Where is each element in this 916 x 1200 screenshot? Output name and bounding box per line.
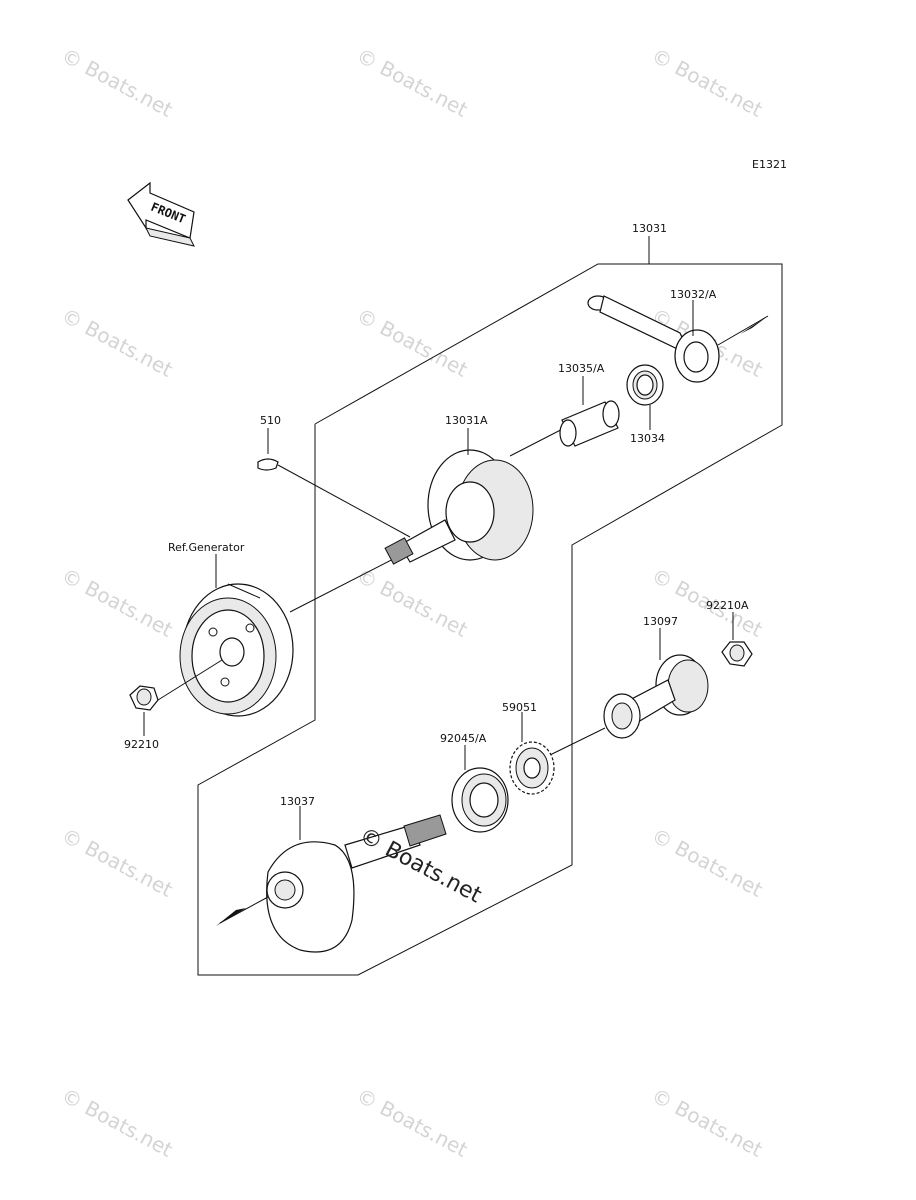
- label-92210: 92210: [124, 738, 159, 751]
- watermark: © Boats.net: [353, 303, 472, 382]
- watermark: © Boats.net: [648, 1083, 767, 1162]
- label-13031: 13031: [632, 222, 667, 235]
- label-59051: 59051: [502, 701, 537, 714]
- diagram-code: E1321: [752, 158, 787, 171]
- label-92210A: 92210A: [706, 599, 749, 612]
- watermark: © Boats.net: [648, 823, 767, 902]
- label-13097: 13097: [643, 615, 678, 628]
- nut-92210: [129, 685, 159, 711]
- watermark: © Boats.net: [353, 43, 472, 122]
- ball-bearing: [451, 767, 509, 833]
- label-13034: 13034: [630, 432, 665, 445]
- label-13035: 13035/A: [558, 362, 605, 375]
- watermark: © Boats.net: [58, 563, 177, 642]
- label-92045: 92045/A: [440, 732, 487, 745]
- watermark: © Boats.net: [58, 303, 177, 382]
- label-13031A: 13031A: [445, 414, 488, 427]
- gear-59051: [509, 741, 555, 795]
- watermark: © Boats.net: [353, 1083, 472, 1162]
- assembly-outline: [197, 236, 783, 976]
- needle-bearing: [626, 364, 664, 406]
- watermark: © Boats.net: [58, 1083, 177, 1162]
- watermark: © Boats.net: [648, 43, 767, 122]
- crankshaft-right: [216, 814, 447, 953]
- label-ref-generator: Ref.Generator: [168, 541, 245, 554]
- front-arrow-icon: FRONT: [127, 181, 195, 247]
- label-13032: 13032/A: [670, 288, 717, 301]
- label-13037: 13037: [280, 795, 315, 808]
- crankshaft-left: [384, 449, 534, 565]
- nut-92210A: [721, 641, 753, 667]
- watermark: © Boats.net: [353, 563, 472, 642]
- crank-pin: [559, 400, 620, 447]
- balancer-shaft: [603, 654, 709, 739]
- woodruff-key: [257, 458, 411, 538]
- axis-line: [289, 552, 406, 613]
- connecting-rod: [587, 295, 769, 383]
- generator-rotor: [179, 583, 294, 717]
- label-510: 510: [260, 414, 281, 427]
- watermark: © Boats.net: [58, 823, 177, 902]
- watermark: © Boats.net: [58, 43, 177, 122]
